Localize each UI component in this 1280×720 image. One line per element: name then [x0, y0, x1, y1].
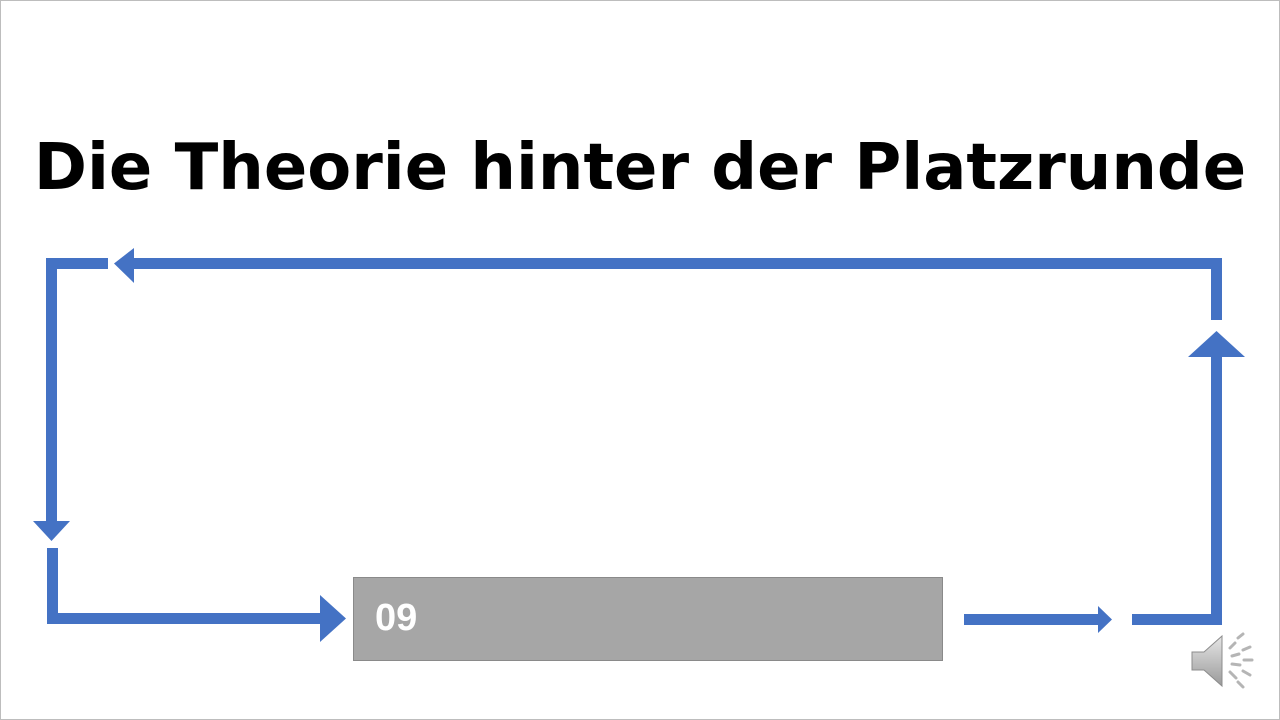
downwind-leg-arrow: [114, 248, 1222, 320]
upwind-leg-arrow: [964, 606, 1112, 633]
runway-number: 09: [375, 597, 418, 639]
final-leg-arrow: [47, 548, 346, 642]
crosswind-leg-arrow: [1132, 331, 1245, 625]
base-leg-arrow: [33, 258, 108, 541]
speaker-icon[interactable]: [1188, 630, 1256, 696]
runway: 09: [353, 577, 943, 661]
slide-title: Die Theorie hinter der Platzrunde: [33, 131, 1247, 205]
